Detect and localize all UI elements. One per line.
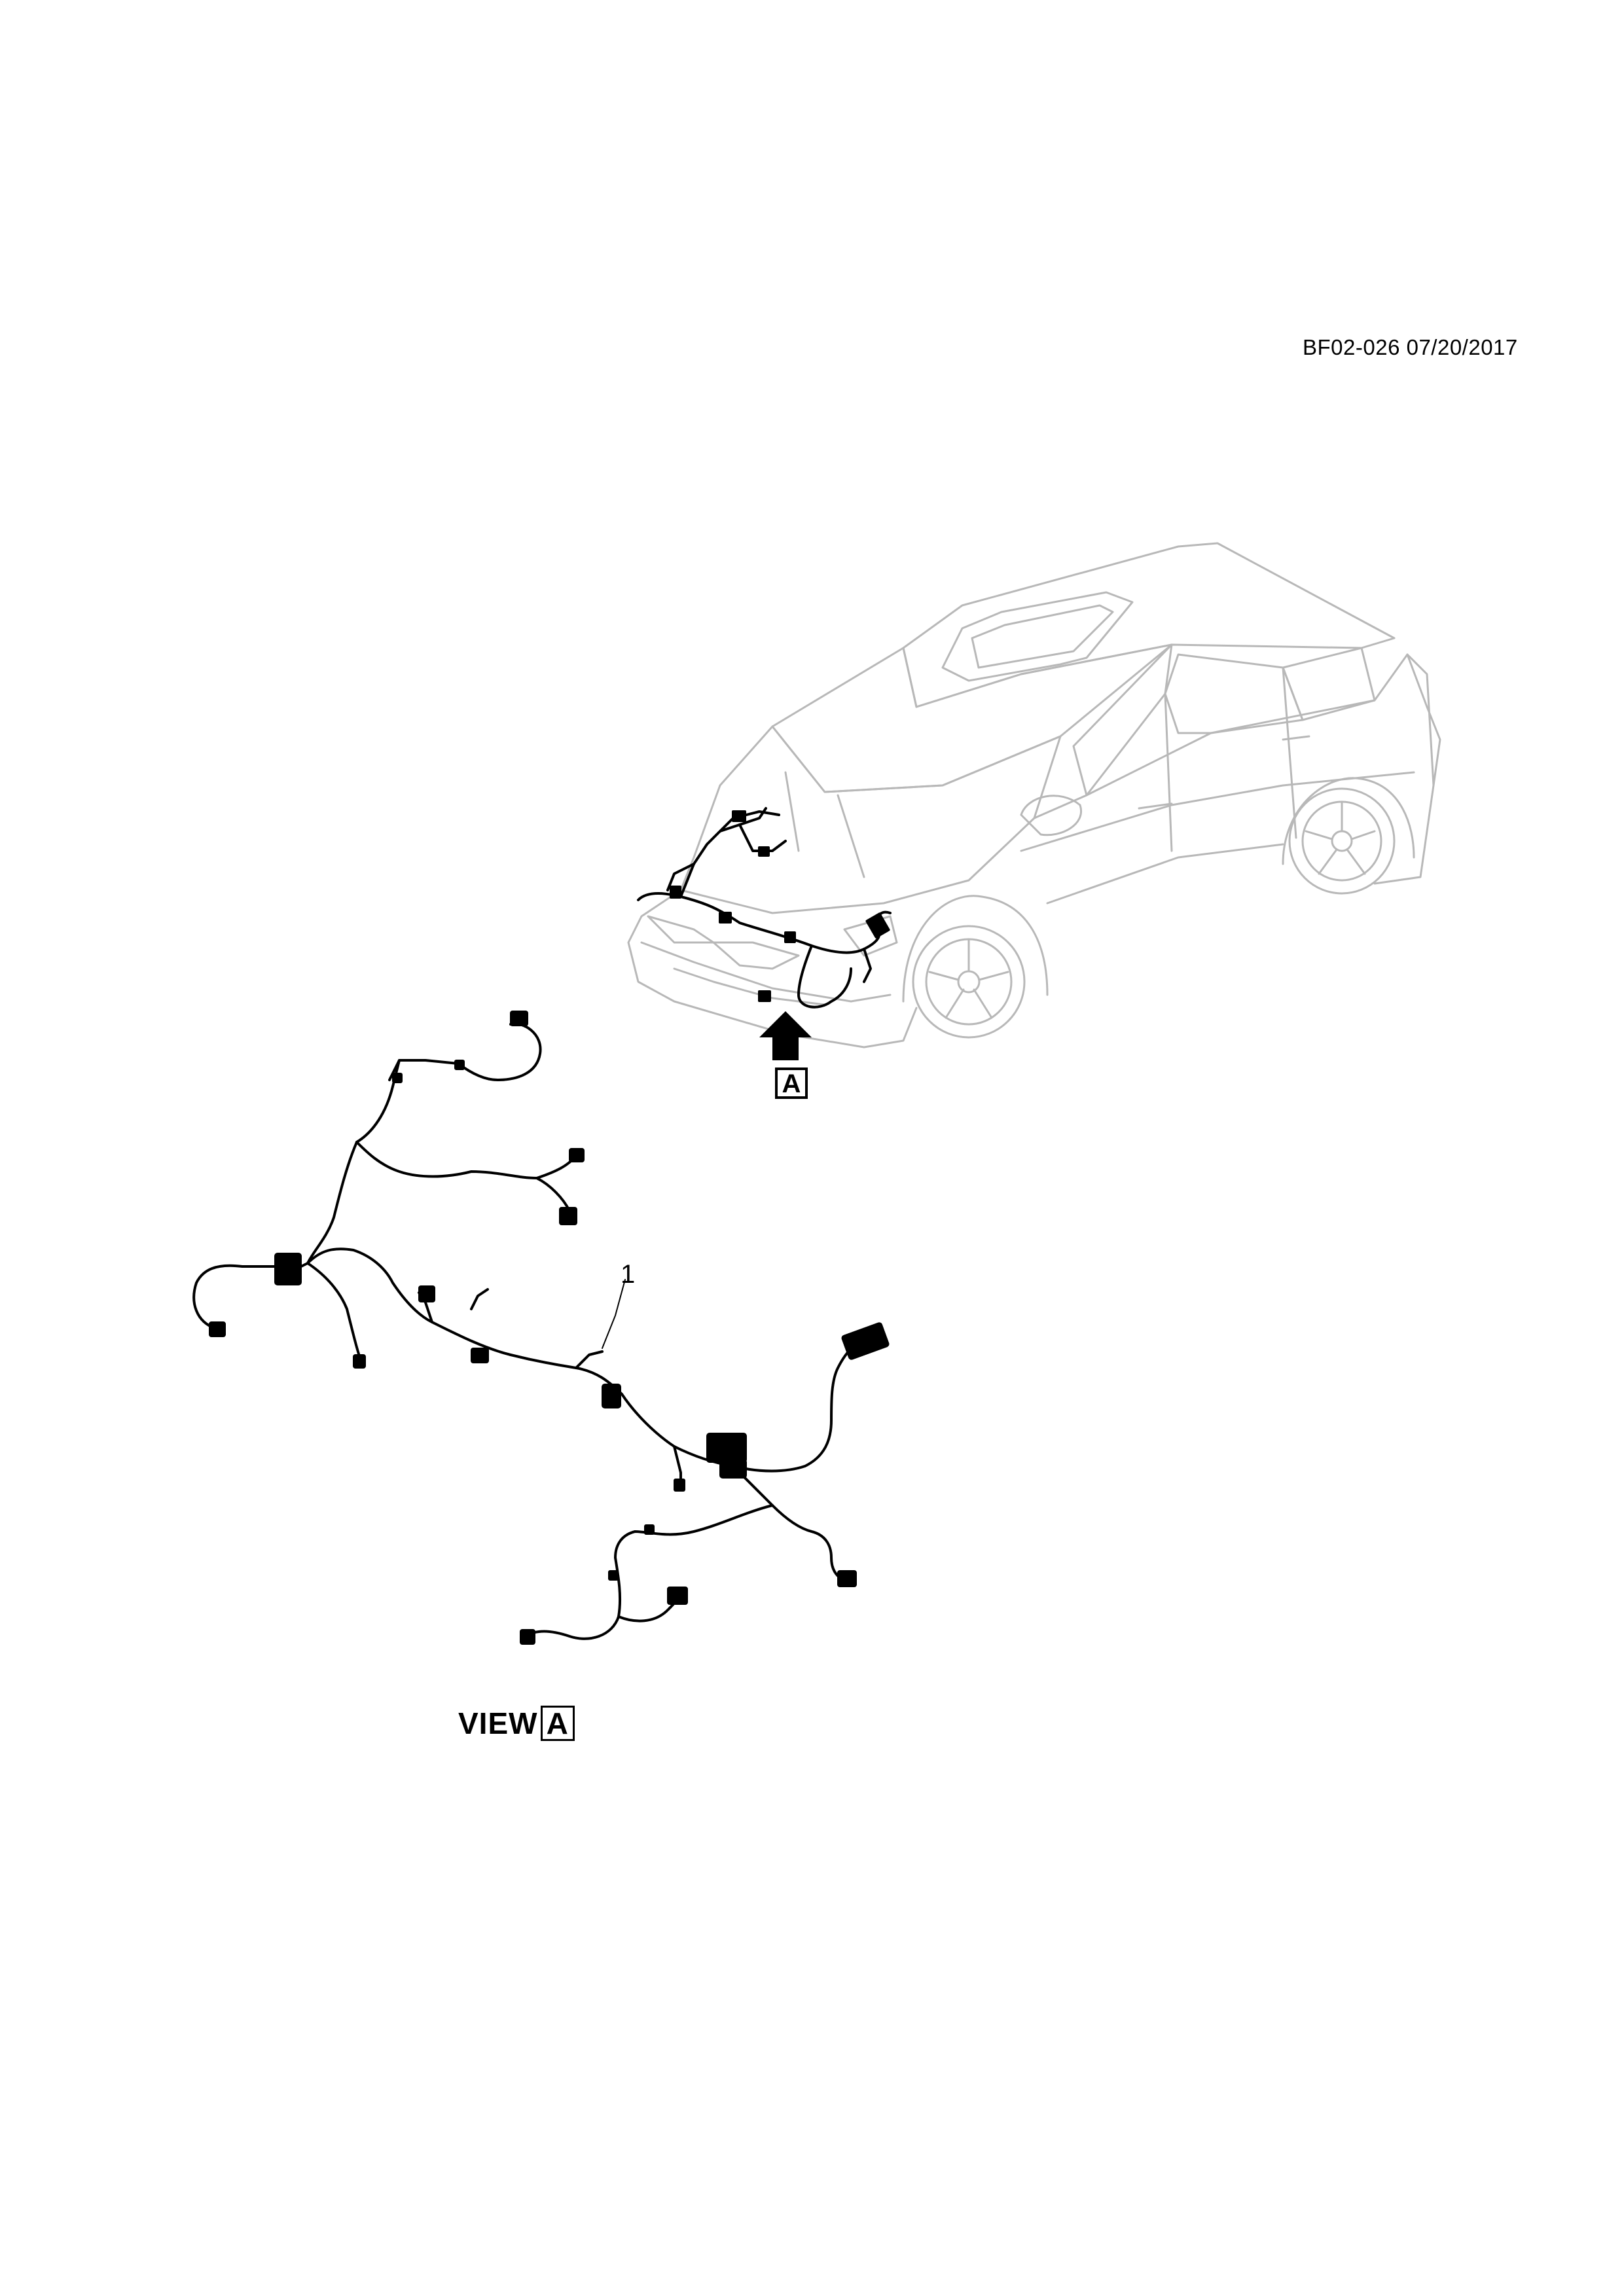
view-a-marker: A (775, 1067, 808, 1099)
connector-small-5 (608, 1570, 619, 1581)
harness-on-car (637, 807, 892, 1009)
connector-left-end (209, 1321, 226, 1337)
connector-small-1 (674, 1479, 685, 1492)
connector-bottom-mid (667, 1587, 688, 1605)
document-code: BF02-026 07/20/2017 (1303, 335, 1518, 359)
harness-connectors (209, 1011, 890, 1645)
connector-center-cluster (706, 1433, 747, 1463)
connector-top (510, 1011, 528, 1026)
connector-small-2 (392, 1073, 403, 1083)
connector-center-cluster-2 (719, 1459, 747, 1479)
connector-drop-left (353, 1354, 366, 1369)
car-illustration (627, 542, 1441, 1049)
view-a-arrow (759, 1011, 812, 1060)
connector-right-drop (837, 1570, 857, 1587)
connector-left-block (274, 1253, 302, 1285)
connector-upper-right (559, 1207, 577, 1225)
connector-mid-3 (602, 1384, 621, 1408)
callout-harness-number: 1 (621, 1260, 636, 1289)
connector-fuse-box (841, 1322, 890, 1360)
wiring-harness-detail (192, 1022, 859, 1640)
view-label-letter: A (540, 1706, 575, 1741)
connector-small-3 (454, 1060, 465, 1070)
connector-mid-2 (471, 1348, 489, 1363)
connector-mid-1 (418, 1285, 435, 1302)
connector-small-4 (644, 1524, 655, 1535)
view-label-prefix: VIEW (458, 1706, 538, 1740)
connector-bottom-left (520, 1629, 535, 1645)
connector-upper-right-2 (569, 1148, 585, 1162)
